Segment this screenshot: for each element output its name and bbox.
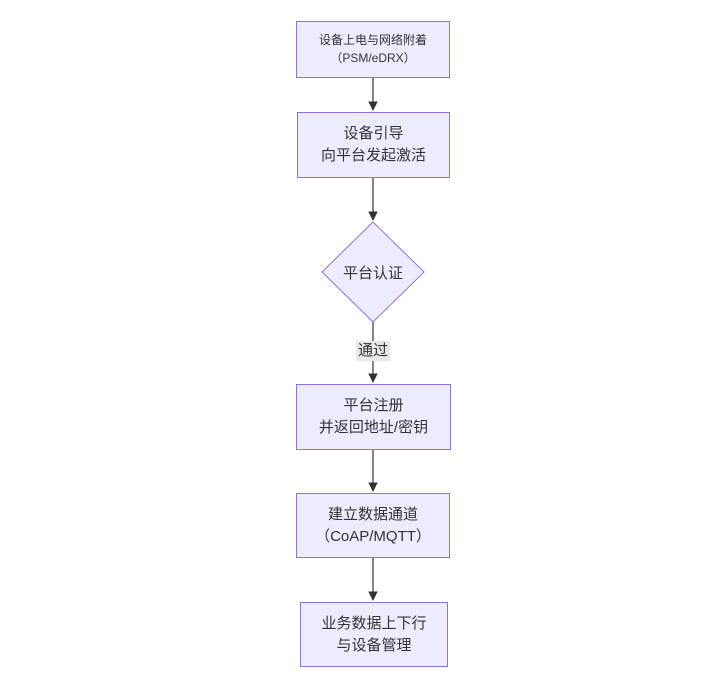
node-bootstrap-line2: 向平台发起激活 [320,147,426,164]
decision-platform-auth-label: 平台认证 [342,264,403,282]
edge-label-pass: 通过 [355,341,391,361]
decision-diamond-shape [321,221,425,323]
node-bootstrap-line1: 设备引导 [343,125,404,143]
node-business-data-line2: 与设备管理 [336,636,412,654]
node-data-channel-line2: （CoAP/MQTT） [315,527,431,545]
node-business-data: 业务数据上下行 与设备管理 [300,602,448,667]
node-data-channel: 建立数据通道 （CoAP/MQTT） [296,493,450,558]
node-business-data-line1: 业务数据上下行 [321,614,427,632]
node-register: 平台注册 并返回地址/密钥 [296,384,451,450]
node-register-line1: 平台注册 [343,397,404,415]
node-power-attach: 设备上电与网络附着 （PSM/eDRX） [296,21,450,78]
node-register-line2: 并返回地址/密钥 [318,419,429,436]
node-bootstrap: 设备引导 向平台发起激活 [297,112,450,178]
node-power-attach-line2: （PSM/eDRX） [330,50,416,65]
node-data-channel-line1: 建立数据通道 [327,505,418,523]
node-power-attach-line1: 设备上电与网络附着 [318,33,427,48]
decision-platform-auth: 平台认证 [322,222,424,322]
